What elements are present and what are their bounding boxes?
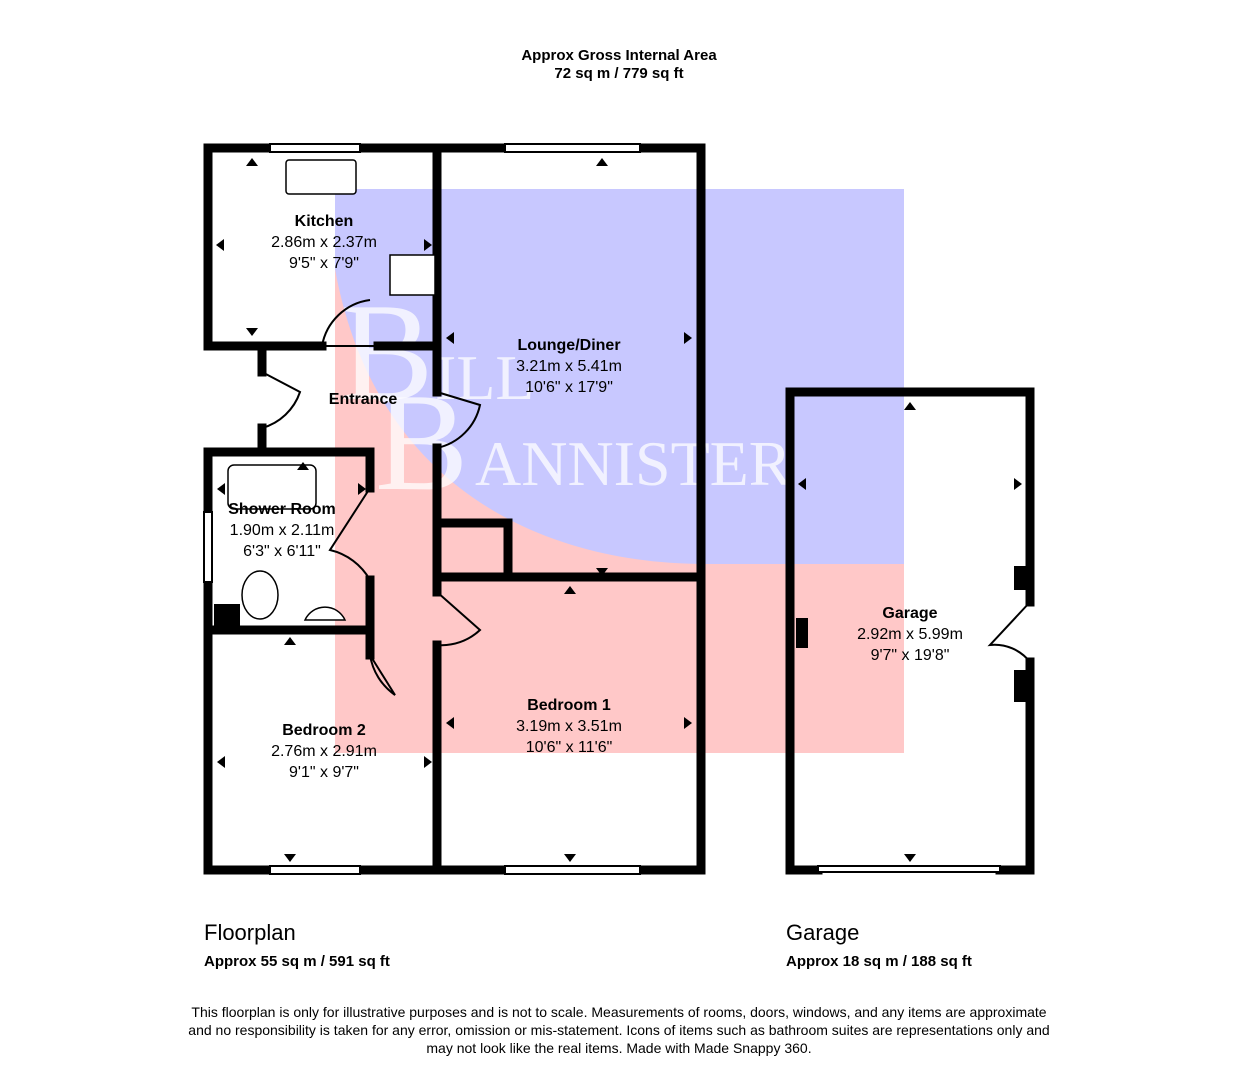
garage-section-title: Garage (786, 920, 860, 945)
floorplan-section-area: Approx 55 sq m / 591 sq ft (204, 953, 390, 970)
shower-tray-icon (227, 464, 317, 510)
disclaimer-line1: This floorplan is only for illustrative … (191, 1004, 1047, 1020)
kitchen-left-wall (203, 143, 327, 351)
kitchen-name: Kitchen (295, 213, 354, 230)
basin-icon (303, 606, 347, 621)
disclaimer-line2: and no responsibility is taken for any e… (188, 1022, 1050, 1038)
garage-name: Garage (882, 605, 937, 622)
lounge-metric: 3.21m x 5.41m (516, 358, 622, 375)
watermark-text-line1b: ILL (435, 342, 535, 413)
garage-imperial: 9'7" x 19'8" (871, 647, 950, 664)
toilet-icon (241, 570, 279, 620)
garage-metric: 2.92m x 5.99m (857, 626, 963, 643)
disclaimer: This floorplan is only for illustrative … (130, 1003, 1108, 1057)
disclaimer-line3: may not look like the real items. Made w… (426, 1040, 812, 1056)
watermark-text-line1: B (340, 275, 433, 430)
watermark-logo: B ILL B ANNISTER (335, 189, 904, 753)
entrance-name: Entrance (329, 391, 398, 408)
gross-area-header: Approx Gross Internal Area 72 sq m / 779… (0, 47, 1238, 83)
bedroom2-name: Bedroom 2 (282, 722, 366, 739)
bedroom1-metric: 3.19m x 3.51m (516, 718, 622, 735)
kitchen-imperial: 9'5" x 7'9" (289, 255, 359, 272)
bedroom1-imperial: 10'6" x 11'6" (526, 739, 613, 756)
floorplan-section-title: Floorplan (204, 920, 296, 945)
lounge-name: Lounge/Diner (517, 337, 620, 354)
shower-imperial: 6'3" x 6'11" (243, 543, 321, 560)
gross-area-title: Approx Gross Internal Area (521, 47, 717, 64)
bedroom2-imperial: 9'1" x 9'7" (289, 764, 359, 781)
svg-text:ANNISTER: ANNISTER (475, 428, 792, 499)
garage-section-area: Approx 18 sq m / 188 sq ft (786, 953, 972, 970)
bedroom1-name: Bedroom 1 (527, 697, 611, 714)
lounge-imperial: 10'6" x 17'9" (525, 379, 613, 396)
gross-area-value: 72 sq m / 779 sq ft (554, 65, 684, 82)
shower-name: Shower Room (228, 501, 336, 518)
lounge-right-wall (635, 143, 706, 875)
bedroom2-metric: 2.76m x 2.91m (271, 743, 377, 760)
shower-metric: 1.90m x 2.11m (230, 522, 335, 539)
sink-icon (285, 159, 357, 195)
kitchen-metric: 2.86m x 2.37m (271, 234, 377, 251)
